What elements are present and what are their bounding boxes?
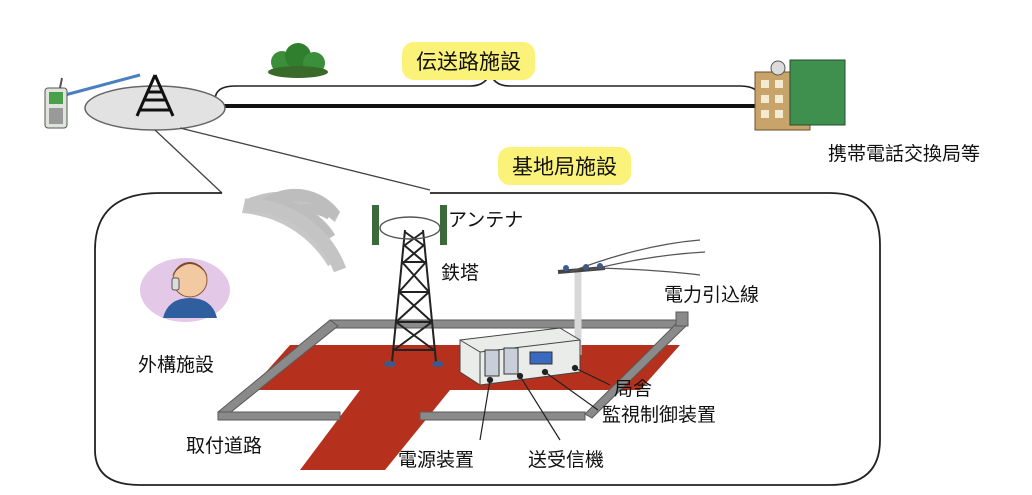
station-building-label: 局舎 [614, 378, 653, 400]
radio-link [64, 73, 141, 97]
person-icon [140, 258, 230, 322]
power-lead-in-label: 電力引込線 [664, 284, 760, 306]
tower-base [384, 361, 444, 367]
access-road-label: 取付道路 [186, 435, 263, 457]
mobile-phone-icon [44, 77, 68, 129]
antenna-label: アンテナ [448, 209, 524, 231]
exterior-facility-label: 外構施設 [138, 354, 215, 376]
detail-frame [94, 192, 881, 486]
callout-line-right [179, 127, 431, 191]
callout-pointers [479, 364, 611, 441]
tower-label: 鉄塔 [441, 262, 480, 284]
exchange-building-icon [754, 59, 846, 131]
ground-pad [250, 345, 680, 470]
callout-line-left [154, 129, 223, 194]
steel-tower [391, 229, 437, 363]
base-station-facility-label: 基地局施設 [498, 147, 631, 185]
transceiver-label: 送受信機 [528, 449, 605, 471]
transmission-facility-label: 伝送路施設 [402, 42, 535, 80]
small-tower-icon [84, 74, 226, 131]
antenna-panels [372, 205, 447, 245]
trees-icon [268, 43, 328, 78]
power-supply-label: 電源装置 [398, 449, 475, 471]
equipment-shelter [459, 327, 581, 386]
mobile-exchange-label: 携帯電話交換局等 [828, 143, 981, 165]
monitoring-control-label: 監視制御装置 [602, 404, 717, 426]
